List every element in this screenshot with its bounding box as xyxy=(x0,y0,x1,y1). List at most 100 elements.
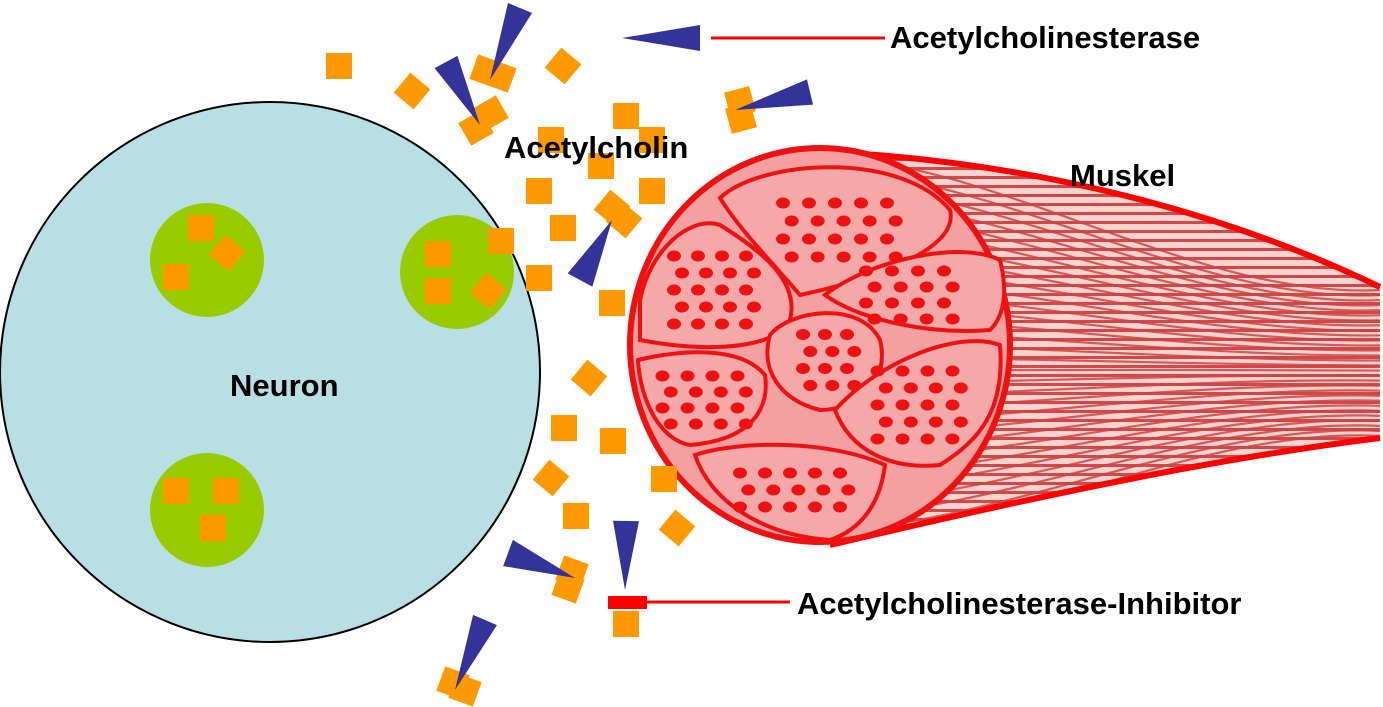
muscle-fiber xyxy=(840,329,854,340)
muscle-fiber xyxy=(691,284,705,296)
muscle-fiber xyxy=(854,233,868,245)
acetylcholine-molecule xyxy=(658,509,696,547)
acetylcholinesterase-molecule xyxy=(490,3,532,80)
muscle-fiber xyxy=(911,265,925,277)
muscle-fiber xyxy=(680,370,695,382)
muscle-fiber xyxy=(870,433,885,445)
acetylcholine-molecule xyxy=(551,415,577,441)
neuron-body xyxy=(0,101,541,643)
muscle-fiber xyxy=(878,382,893,394)
label-inhibitor: Acetylcholinesterase-Inhibitor xyxy=(797,586,1241,621)
muscle-fiber xyxy=(667,250,681,262)
muscle-fiber xyxy=(699,301,713,313)
acetylcholine-molecule xyxy=(613,611,639,637)
muscle-fiber xyxy=(747,301,761,313)
muscle-fiber xyxy=(893,281,908,293)
muscle-fiber xyxy=(885,297,899,309)
muscle-fiber xyxy=(867,313,882,325)
muscle-fiber xyxy=(903,382,918,394)
acetylcholinesterase-molecule xyxy=(434,55,480,125)
muscle-fiber xyxy=(847,346,862,357)
muscle-fiber xyxy=(747,267,761,279)
acetylcholine-molecule xyxy=(538,127,564,153)
acetylcholine-molecule xyxy=(725,102,757,134)
muscle-fiber xyxy=(911,297,925,309)
muscle-fiber xyxy=(945,365,960,377)
muscle-fiber xyxy=(862,251,877,263)
muscle-fiber xyxy=(808,501,822,513)
muscle-fiber xyxy=(733,467,747,479)
muscle-fiber xyxy=(655,370,670,382)
muscle-fiber xyxy=(810,215,825,227)
muscle-fiber xyxy=(895,365,910,377)
acetylcholine-molecule xyxy=(599,290,625,316)
acetylcholine-molecule xyxy=(326,53,352,79)
muscle-fiber xyxy=(738,386,753,398)
acetylcholine-molecule xyxy=(213,478,239,504)
muscle-fascicle xyxy=(692,442,888,543)
muscle-fiber xyxy=(730,402,745,414)
label-acetylcholinesterase: Acetylcholinesterase xyxy=(890,20,1200,55)
muscle-fiber xyxy=(937,265,951,277)
muscle-fiber xyxy=(776,197,790,209)
muscle-fiber xyxy=(713,386,728,398)
muscle-outline-top xyxy=(829,149,1382,290)
muscle-fiber xyxy=(730,370,745,382)
muscle-fiber xyxy=(841,484,856,496)
muscle-outline-bottom xyxy=(829,435,1381,548)
acetylcholine-molecules xyxy=(163,47,757,707)
acetylcholine-molecule xyxy=(570,359,608,397)
acetylcholine-molecule xyxy=(526,265,552,291)
muscle-fiber xyxy=(808,467,822,479)
muscle-fiber xyxy=(818,329,832,340)
muscle-fiber xyxy=(713,418,728,430)
muscle-fiber xyxy=(859,265,873,277)
acetylcholinesterase-molecule xyxy=(503,539,575,578)
muscle-fiber xyxy=(818,363,832,374)
acetylcholine-molecule xyxy=(473,95,509,131)
muscle-fiber xyxy=(885,265,899,277)
muscle-fiber xyxy=(953,382,968,394)
acetylcholinesterase-molecule xyxy=(622,25,700,51)
acetylcholinesterase-molecule xyxy=(613,520,639,590)
label-muskel: Muskel xyxy=(1070,158,1175,193)
muscle-fiber xyxy=(816,484,831,496)
muscle-fiber xyxy=(862,215,877,227)
acetylcholine-molecule xyxy=(544,47,582,85)
muscle-fiber xyxy=(791,484,806,496)
muscle-fiber xyxy=(758,501,772,513)
acetylcholine-molecule xyxy=(163,478,189,504)
acetylcholinesterase-molecule xyxy=(455,614,497,690)
acetylcholine-molecule xyxy=(605,201,643,239)
muscle-fiber xyxy=(928,382,943,394)
muscle-fiber xyxy=(655,402,670,414)
muscle-fiber xyxy=(919,313,934,325)
acetylcholine-molecule xyxy=(448,673,482,707)
muscle-fiber xyxy=(903,416,918,428)
muscle-fiber xyxy=(741,484,756,496)
muscle-fiber xyxy=(953,416,968,428)
acetylcholine-molecule xyxy=(488,228,514,254)
muscle-fiber xyxy=(688,418,703,430)
muscle-fiber xyxy=(784,215,799,227)
muscle-fiber xyxy=(847,380,862,391)
acetylcholine-molecule xyxy=(550,215,576,241)
muscle-fiber xyxy=(691,318,705,330)
muscle-fiber xyxy=(945,399,960,411)
muscle-fiber xyxy=(833,501,847,513)
acetylcholine-molecule xyxy=(551,570,585,604)
muscle-fiber xyxy=(836,215,851,227)
muscle-fiber xyxy=(888,215,903,227)
muscle-fiber xyxy=(867,281,882,293)
muscle-fiber xyxy=(783,467,797,479)
acetylcholine-molecule xyxy=(600,428,626,454)
muscle-fiber xyxy=(796,363,810,374)
muscle-fiber xyxy=(825,346,840,357)
muscle-fiber xyxy=(663,386,678,398)
muscle-fiber xyxy=(888,251,903,263)
muscle-fiber xyxy=(945,281,960,293)
muscle-fiber xyxy=(783,501,797,513)
muscle-fiber xyxy=(715,284,729,296)
acetylcholine-molecule xyxy=(469,272,507,310)
